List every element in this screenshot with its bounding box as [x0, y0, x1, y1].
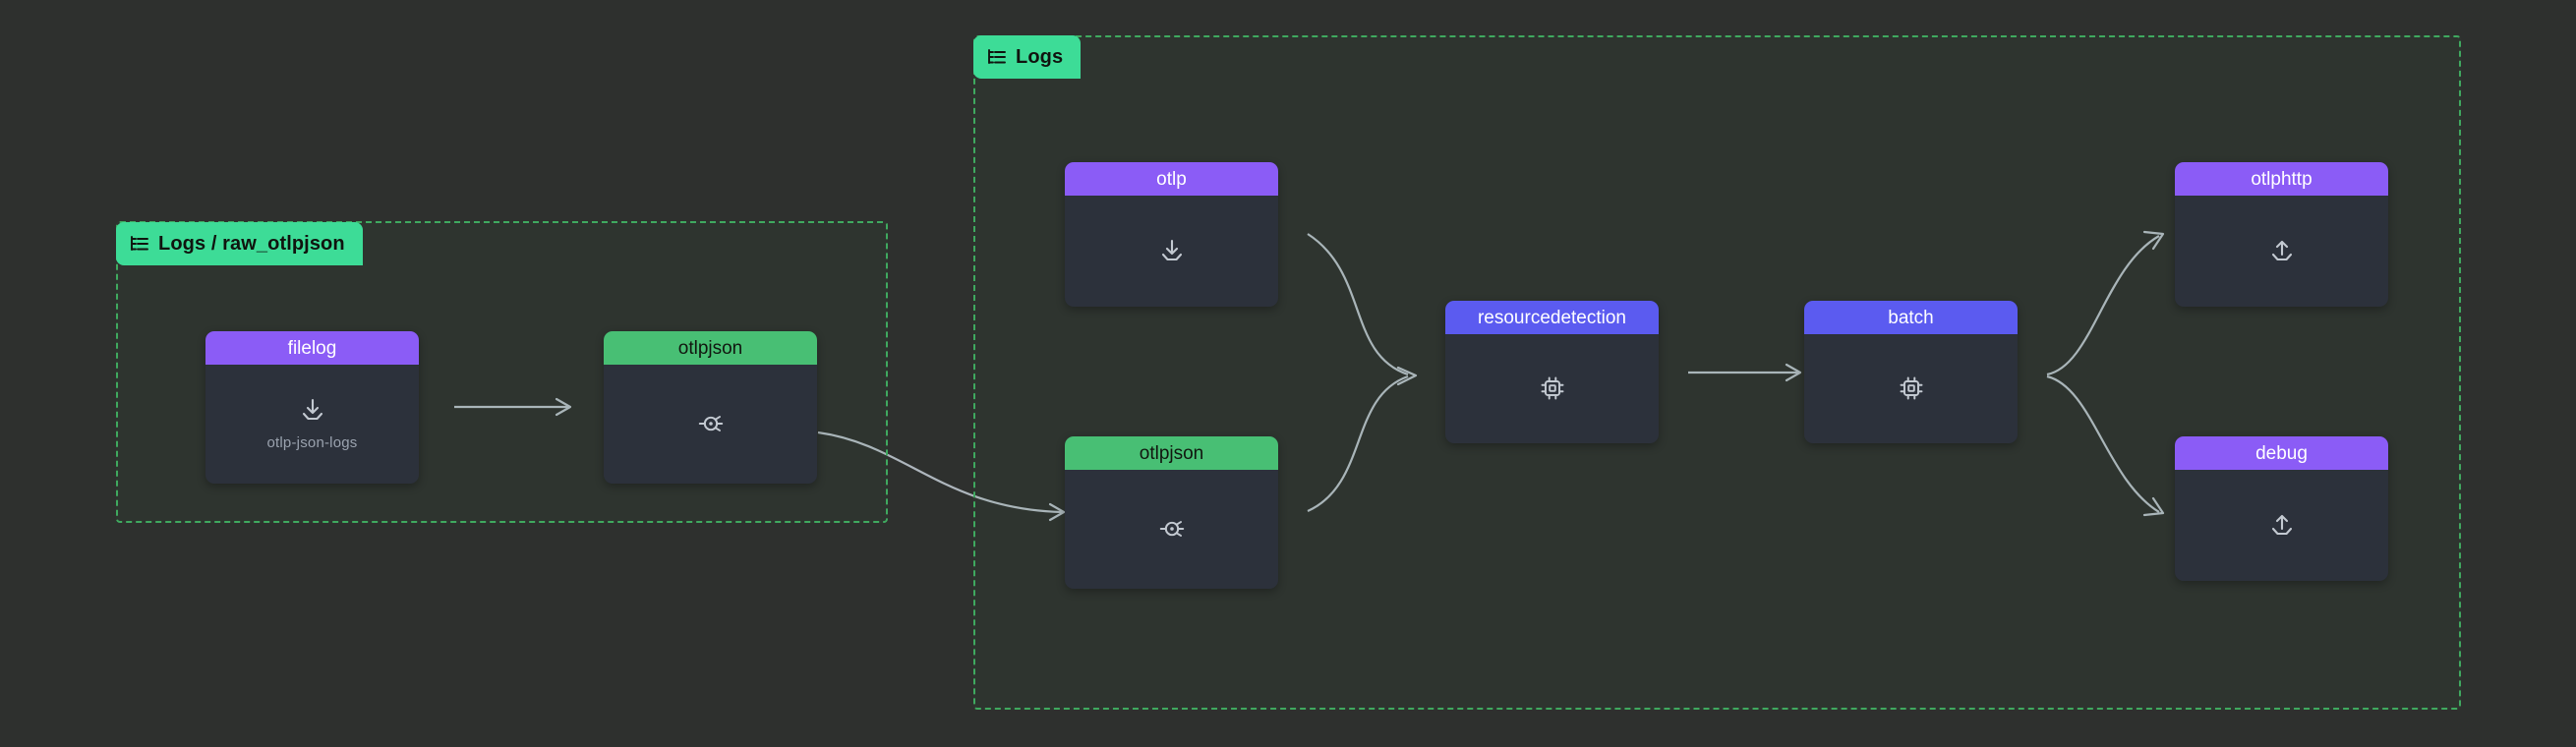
node-title: batch — [1804, 301, 2018, 334]
node-otlphttp[interactable]: otlphttp — [2175, 162, 2388, 307]
node-body — [1445, 334, 1659, 443]
group-badge-logs-raw-otlpjson[interactable]: Logs / raw_otlpjson — [116, 222, 363, 265]
connector-bug-icon — [696, 409, 726, 438]
node-body — [1065, 470, 1278, 589]
node-body: otlp-json-logs — [205, 365, 419, 484]
node-otlpjson-raw[interactable]: otlpjson — [604, 331, 817, 484]
node-title: otlpjson — [1065, 436, 1278, 470]
import-icon — [298, 395, 327, 425]
group-label: Logs / raw_otlpjson — [158, 232, 345, 255]
group-badge-logs[interactable]: Logs — [973, 35, 1082, 79]
node-debug[interactable]: debug — [2175, 436, 2388, 581]
pipeline-group-logs[interactable] — [973, 35, 2461, 710]
node-batch[interactable]: batch — [1804, 301, 2018, 443]
node-otlpjson-logs[interactable]: otlpjson — [1065, 436, 1278, 589]
list-tree-icon — [987, 47, 1007, 67]
node-title: debug — [2175, 436, 2388, 470]
pipeline-group-logs-raw-otlpjson[interactable] — [116, 221, 888, 523]
node-body — [604, 365, 817, 484]
export-icon — [2267, 510, 2297, 540]
node-body — [2175, 196, 2388, 307]
list-tree-icon — [130, 234, 149, 254]
node-resourcedetection[interactable]: resourcedetection — [1445, 301, 1659, 443]
import-icon — [1157, 236, 1187, 265]
connector-bug-icon — [1157, 514, 1187, 544]
node-title: filelog — [205, 331, 419, 365]
node-filelog[interactable]: filelog otlp-json-logs — [205, 331, 419, 484]
node-title: resourcedetection — [1445, 301, 1659, 334]
node-body — [1065, 196, 1278, 307]
export-icon — [2267, 236, 2297, 265]
group-label: Logs — [1016, 45, 1064, 68]
node-body — [2175, 470, 2388, 581]
cpu-chip-icon — [1538, 374, 1567, 403]
node-title: otlphttp — [2175, 162, 2388, 196]
node-body — [1804, 334, 2018, 443]
node-title: otlpjson — [604, 331, 817, 365]
cpu-chip-icon — [1897, 374, 1926, 403]
node-subtitle: otlp-json-logs — [266, 434, 358, 451]
node-otlp[interactable]: otlp — [1065, 162, 1278, 307]
node-title: otlp — [1065, 162, 1278, 196]
